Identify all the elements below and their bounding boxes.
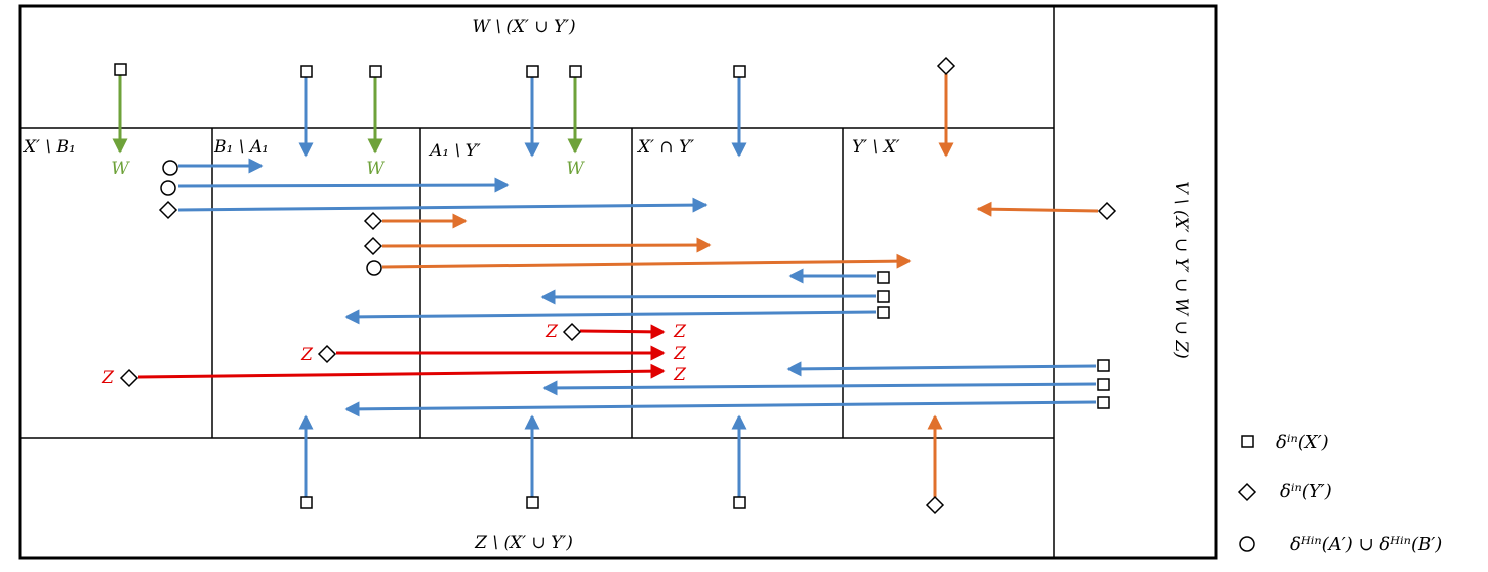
blue-arrow xyxy=(177,177,510,193)
square-icon xyxy=(1097,396,1110,409)
diamond-icon xyxy=(119,368,139,388)
square-icon xyxy=(877,306,890,319)
square-icon xyxy=(877,271,890,284)
z-label: Z xyxy=(673,322,687,342)
square-icon xyxy=(1097,378,1110,391)
column-label-1: X′ \ B₁ xyxy=(22,137,76,157)
legend-label-square: δⁱⁿ(X′) xyxy=(1276,432,1329,453)
region-label-top: W \ (X′ ∪ Y′) xyxy=(472,17,575,37)
column-label-2: B₁ \ A₁ xyxy=(213,137,269,157)
diamond-icon xyxy=(363,211,383,231)
diamond-icon xyxy=(925,495,945,515)
blue-arrow xyxy=(786,361,1097,377)
region-label-right: V \ (X′ ∪ Y′ ∪ W ∪ Z) xyxy=(1171,181,1191,359)
square-icon xyxy=(114,63,127,76)
z-label: Z xyxy=(673,365,687,385)
square-icon xyxy=(733,496,746,509)
red-arrow xyxy=(579,324,666,340)
z-label: Z xyxy=(300,345,314,365)
square-icon xyxy=(733,65,746,78)
diamond-icon xyxy=(317,344,337,364)
square-icon xyxy=(877,290,890,303)
circle-icon xyxy=(366,260,382,276)
diamond-icon xyxy=(936,56,956,76)
square-icon xyxy=(300,496,313,509)
w-label: W xyxy=(366,159,385,179)
legend-label-circle: δᴴⁱⁿ(A′) ∪ δᴴⁱⁿ(B′) xyxy=(1290,534,1442,555)
column-label-5: Y′ \ X′ xyxy=(852,137,900,157)
square-icon xyxy=(300,65,313,78)
circle-icon xyxy=(160,180,176,196)
diamond-icon xyxy=(158,200,178,220)
region-label-bottom: Z \ (X′ ∪ Y′) xyxy=(474,533,573,553)
diamond-icon xyxy=(363,236,383,256)
w-label: W xyxy=(566,159,585,179)
legend-square-icon xyxy=(1241,435,1254,448)
square-icon xyxy=(526,496,539,509)
blue-bottom-arrows xyxy=(298,414,747,497)
red-arrow xyxy=(137,363,666,379)
z-label: Z xyxy=(673,344,687,364)
orange-arrow xyxy=(976,201,1099,217)
blue-top-arrows xyxy=(298,77,747,158)
legend: δⁱⁿ(X′) δⁱⁿ(Y′) δᴴⁱⁿ(A′) ∪ δᴴⁱⁿ(B′) xyxy=(1237,432,1442,555)
legend-diamond-icon xyxy=(1237,482,1257,502)
blue-arrow xyxy=(344,400,1097,417)
blue-arrow xyxy=(540,289,877,305)
square-icon xyxy=(1097,359,1110,372)
orange-arrow xyxy=(381,253,912,269)
column-label-4: X′ ∩ Y′ xyxy=(636,137,694,157)
orange-arrow xyxy=(381,237,712,253)
z-label: Z xyxy=(545,322,559,342)
square-icon xyxy=(569,65,582,78)
blue-arrow xyxy=(344,309,877,325)
diamond-icon xyxy=(562,322,582,342)
diamond-icon xyxy=(1097,201,1117,221)
square-icon xyxy=(526,65,539,78)
blue-arrow xyxy=(177,197,708,213)
z-label: Z xyxy=(101,368,115,388)
column-label-3: A₁ \ Y′ xyxy=(428,141,481,161)
green-arrows xyxy=(112,75,583,154)
square-icon xyxy=(369,65,382,78)
legend-circle-icon xyxy=(1239,536,1255,552)
w-label: W xyxy=(111,159,130,179)
legend-label-diamond: δⁱⁿ(Y′) xyxy=(1280,481,1332,502)
circle-icon xyxy=(162,160,178,176)
outer-frame xyxy=(18,4,1218,560)
blue-arrow xyxy=(542,380,1097,396)
